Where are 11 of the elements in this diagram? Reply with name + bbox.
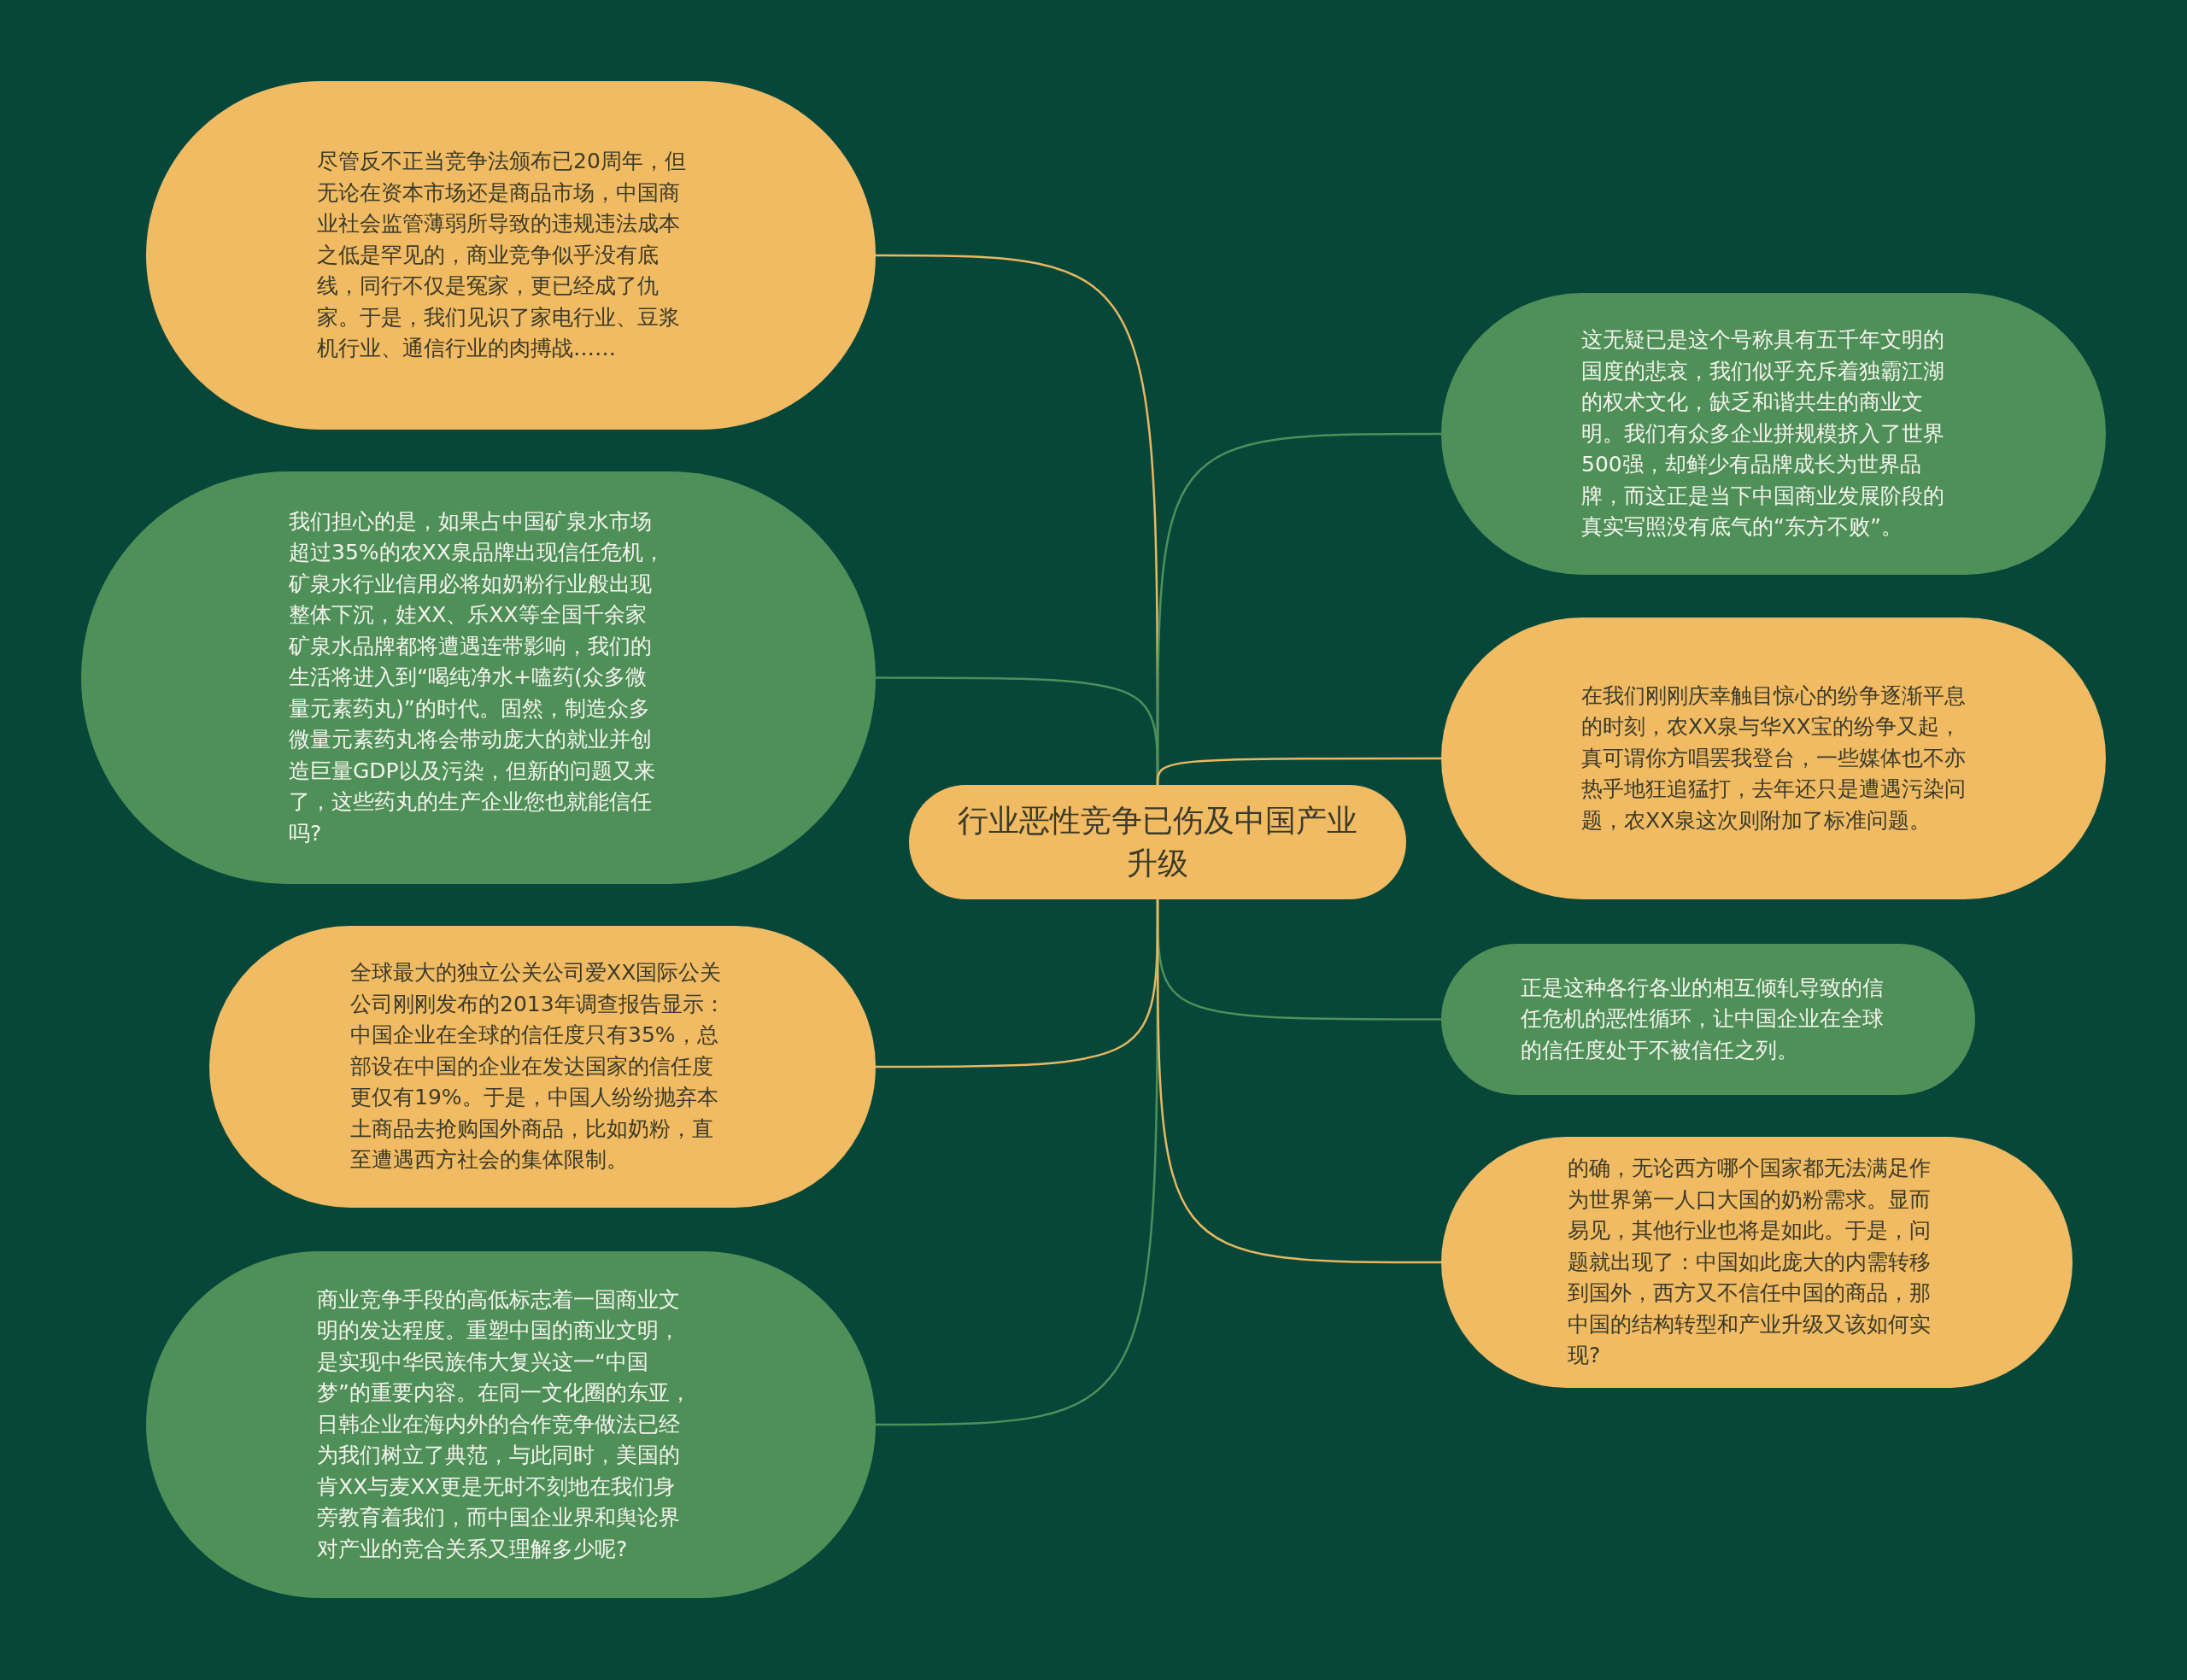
central-topic-text: 行业恶性竞争已伤及中国产业升级 xyxy=(957,801,1358,882)
topic-text: 正是这种各行各业的相互倾轧导致的信任危机的恶性循环，让中国企业在全球的信任度处于不被信任之列。 xyxy=(1521,974,1885,1064)
connector-curve xyxy=(1156,899,1441,1264)
topic-text: 的确，无论西方哪个国家都无法满足作为世界第一人口大国的奶粉需求。显而易见，其他行业也将是如此。于是，问题就出现了：中国如此庞大的内需转移到国外，西方又不信任中国的商品，那中国的结构转型和产业升级又该如何实现? xyxy=(1568,1155,1932,1370)
topic-text: 商业竞争手段的高低标志着一国商业文明的发达程度。重塑中国的商业文明，是实现中华民族伟大复兴这一“中国梦”的重要内容。在同一文化圈的东亚，日韩企业在海内外的合作竞争做法已经为我们树立了典范，与此同时，美国的肯XX与麦XX更是无时不刻地在我们身旁教育着我们，而中国企业界和舆论界对产业的竞合关系又理解多少呢? xyxy=(317,1285,692,1563)
topic-text: 我们担心的是，如果占中国矿泉水市场超过35%的农XX泉品牌出现信任危机，矿泉水行业信用必将如奶粉行业般出现整体下沉，娃XX、乐XX等全国千余家矿泉水品牌都将遭遇连带影响，我们的生活将进入到“喝纯净水+嗑药(众多微量元素药丸)”的时代。固然，制造众多微量元素药丸将会带动庞大的就业并创造巨量GDP以及污染，但新的问题又来了，这些药丸的生产企业您也就能信任吗? xyxy=(289,507,665,847)
topic-text: 在我们刚刚庆幸触目惊心的纷争逐渐平息的时刻，农XX泉与华XX宝的纷争又起，真可谓你方唱罢我登台，一些媒体也不亦热乎地狂追猛打，去年还只是遭遇污染问题，农XX泉这次则附加了标准问题。 xyxy=(1581,682,1966,834)
topic-text: 全球最大的独立公关公司爱XX国际公关公司刚刚发布的2013年调查报告显示：中国企业在全球的信任度只有35%，总部设在中国的企业在发达国家的信任度更仅有19%。于是，中国人纷纷抛弃本土商品去抢购国外商品，比如奶粉，直至遭遇西方社会的集体限制。 xyxy=(350,959,726,1174)
topic-text: 这无疑已是这个号称具有五千年文明的国度的悲哀，我们似乎充斥着独霸江湖的权术文化，缺乏和谐共生的商业文明。我们有众多企业拼规模挤入了世界500强，却鲜少有品牌成长为世界品牌，而这正是当下中国商业发展阶段的真实写照没有底气的“东方不败”。 xyxy=(1581,326,1945,541)
connector-curve xyxy=(1156,757,1441,786)
topic-text: 尽管反不正当竞争法颁布已20周年，但无论在资本市场还是商品市场，中国商业社会监管薄弱所导致的违规违法成本之低是罕见的，商业竞争似乎没有底线，同行不仅是冤家，更已经成了仇家。于是，我们见识了家电行业、豆浆机行业、通信行业的肉搏战…… xyxy=(317,148,687,363)
